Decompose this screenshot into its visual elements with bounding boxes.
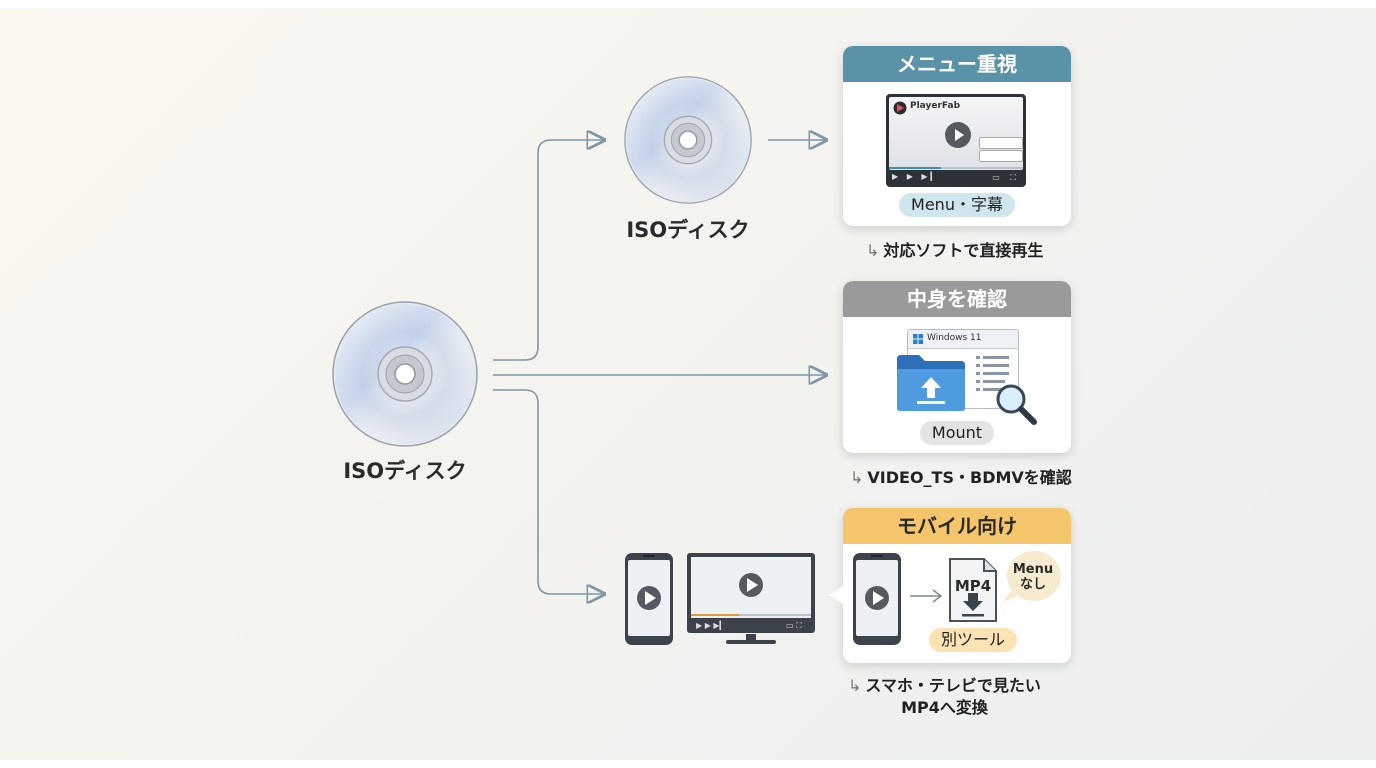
inspect-pill: Mount	[919, 421, 995, 445]
inspect-card-header: 中身を確認	[843, 281, 1071, 317]
svg-text:▭ ⛶: ▭ ⛶	[786, 621, 802, 630]
monitor-icon: ▶ ▶ ▶▎ ▭ ⛶	[687, 553, 815, 644]
inspect-caption: ↳VIDEO_TS・BDMVを確認	[850, 464, 1072, 488]
play-icon[interactable]	[945, 122, 971, 148]
mobile-pill: 別ツール	[928, 628, 1018, 652]
player-brand: PlayerFab	[910, 101, 961, 111]
menu-pill: Menu・字幕	[899, 193, 1015, 217]
iso-disc-label: ISOディスク	[626, 218, 750, 242]
mobile-card-header: モバイル向け	[843, 508, 1071, 544]
iso-disc-icon	[624, 76, 752, 204]
source-disc-icon	[332, 301, 478, 447]
playerfab-logo-icon	[893, 101, 907, 115]
caption-arrow-icon: ↳	[850, 468, 864, 487]
smartphone-icon	[625, 553, 673, 645]
magnifier-icon	[996, 384, 1037, 425]
bubble-line-2: なし	[1019, 577, 1046, 592]
mp4-label: MP4	[954, 577, 992, 595]
card-smartphone-icon	[853, 553, 901, 645]
menu-caption-text: 対応ソフトで直接再生	[883, 241, 1044, 260]
player-window: PlayerFab ▶ ▶ ▶▎ ▭ ⛶	[886, 94, 1026, 187]
list-icon	[976, 356, 1009, 391]
speech-bubble-icon	[1003, 551, 1061, 602]
connector-lines	[493, 8, 1376, 760]
arrow-right-icon	[910, 589, 943, 603]
menu-card-header: メニュー重視	[843, 46, 1071, 82]
audio-select[interactable]	[979, 137, 1023, 149]
mobile-caption-line-1: スマホ・テレビで見たい	[865, 676, 1041, 695]
branch-line-menu	[493, 140, 604, 361]
progress-track[interactable]	[889, 167, 1023, 169]
mp4-file-icon	[949, 558, 997, 622]
subtitle-select[interactable]	[979, 150, 1023, 162]
mobile-caption-line-2: MP4へ変換	[901, 698, 988, 717]
player-controls[interactable]: ▶ ▶ ▶▎	[892, 172, 940, 181]
explorer-titlebar	[908, 330, 1018, 349]
mobile-caption: ↳スマホ・テレビで見たい MP4へ変換	[848, 675, 1041, 719]
diagram-canvas: ISOディスク ISOディスク メニュー重視 PlayerFab	[0, 8, 1376, 760]
windows-logo-icon	[913, 334, 923, 344]
menu-card: メニュー重視 PlayerFab ▶ ▶ ▶▎ ▭ ⛶ Men	[843, 46, 1071, 226]
player-screen: PlayerFab	[889, 97, 1023, 170]
source-disc-label: ISOディスク	[343, 459, 467, 483]
explorer-title: Windows 11	[927, 333, 982, 343]
inspect-card: 中身を確認 Windows 11	[843, 281, 1071, 453]
caption-arrow-icon: ↳	[848, 676, 862, 695]
bubble-line-1: Menu	[1012, 562, 1054, 577]
caption-arrow-icon: ↳	[866, 241, 880, 260]
inspect-caption-text: VIDEO_TS・BDMVを確認	[867, 468, 1072, 487]
download-arrow-icon	[963, 593, 983, 611]
folder-upload-icon	[897, 355, 965, 411]
menu-caption: ↳対応ソフトで直接再生	[866, 237, 1043, 261]
svg-text:▶ ▶ ▶▎: ▶ ▶ ▶▎	[696, 620, 726, 630]
player-extra-controls[interactable]: ▭ ⛶	[992, 173, 1020, 182]
progress-fill	[889, 167, 941, 169]
callout-pointer	[829, 586, 843, 604]
branch-line-mobile	[493, 389, 604, 594]
